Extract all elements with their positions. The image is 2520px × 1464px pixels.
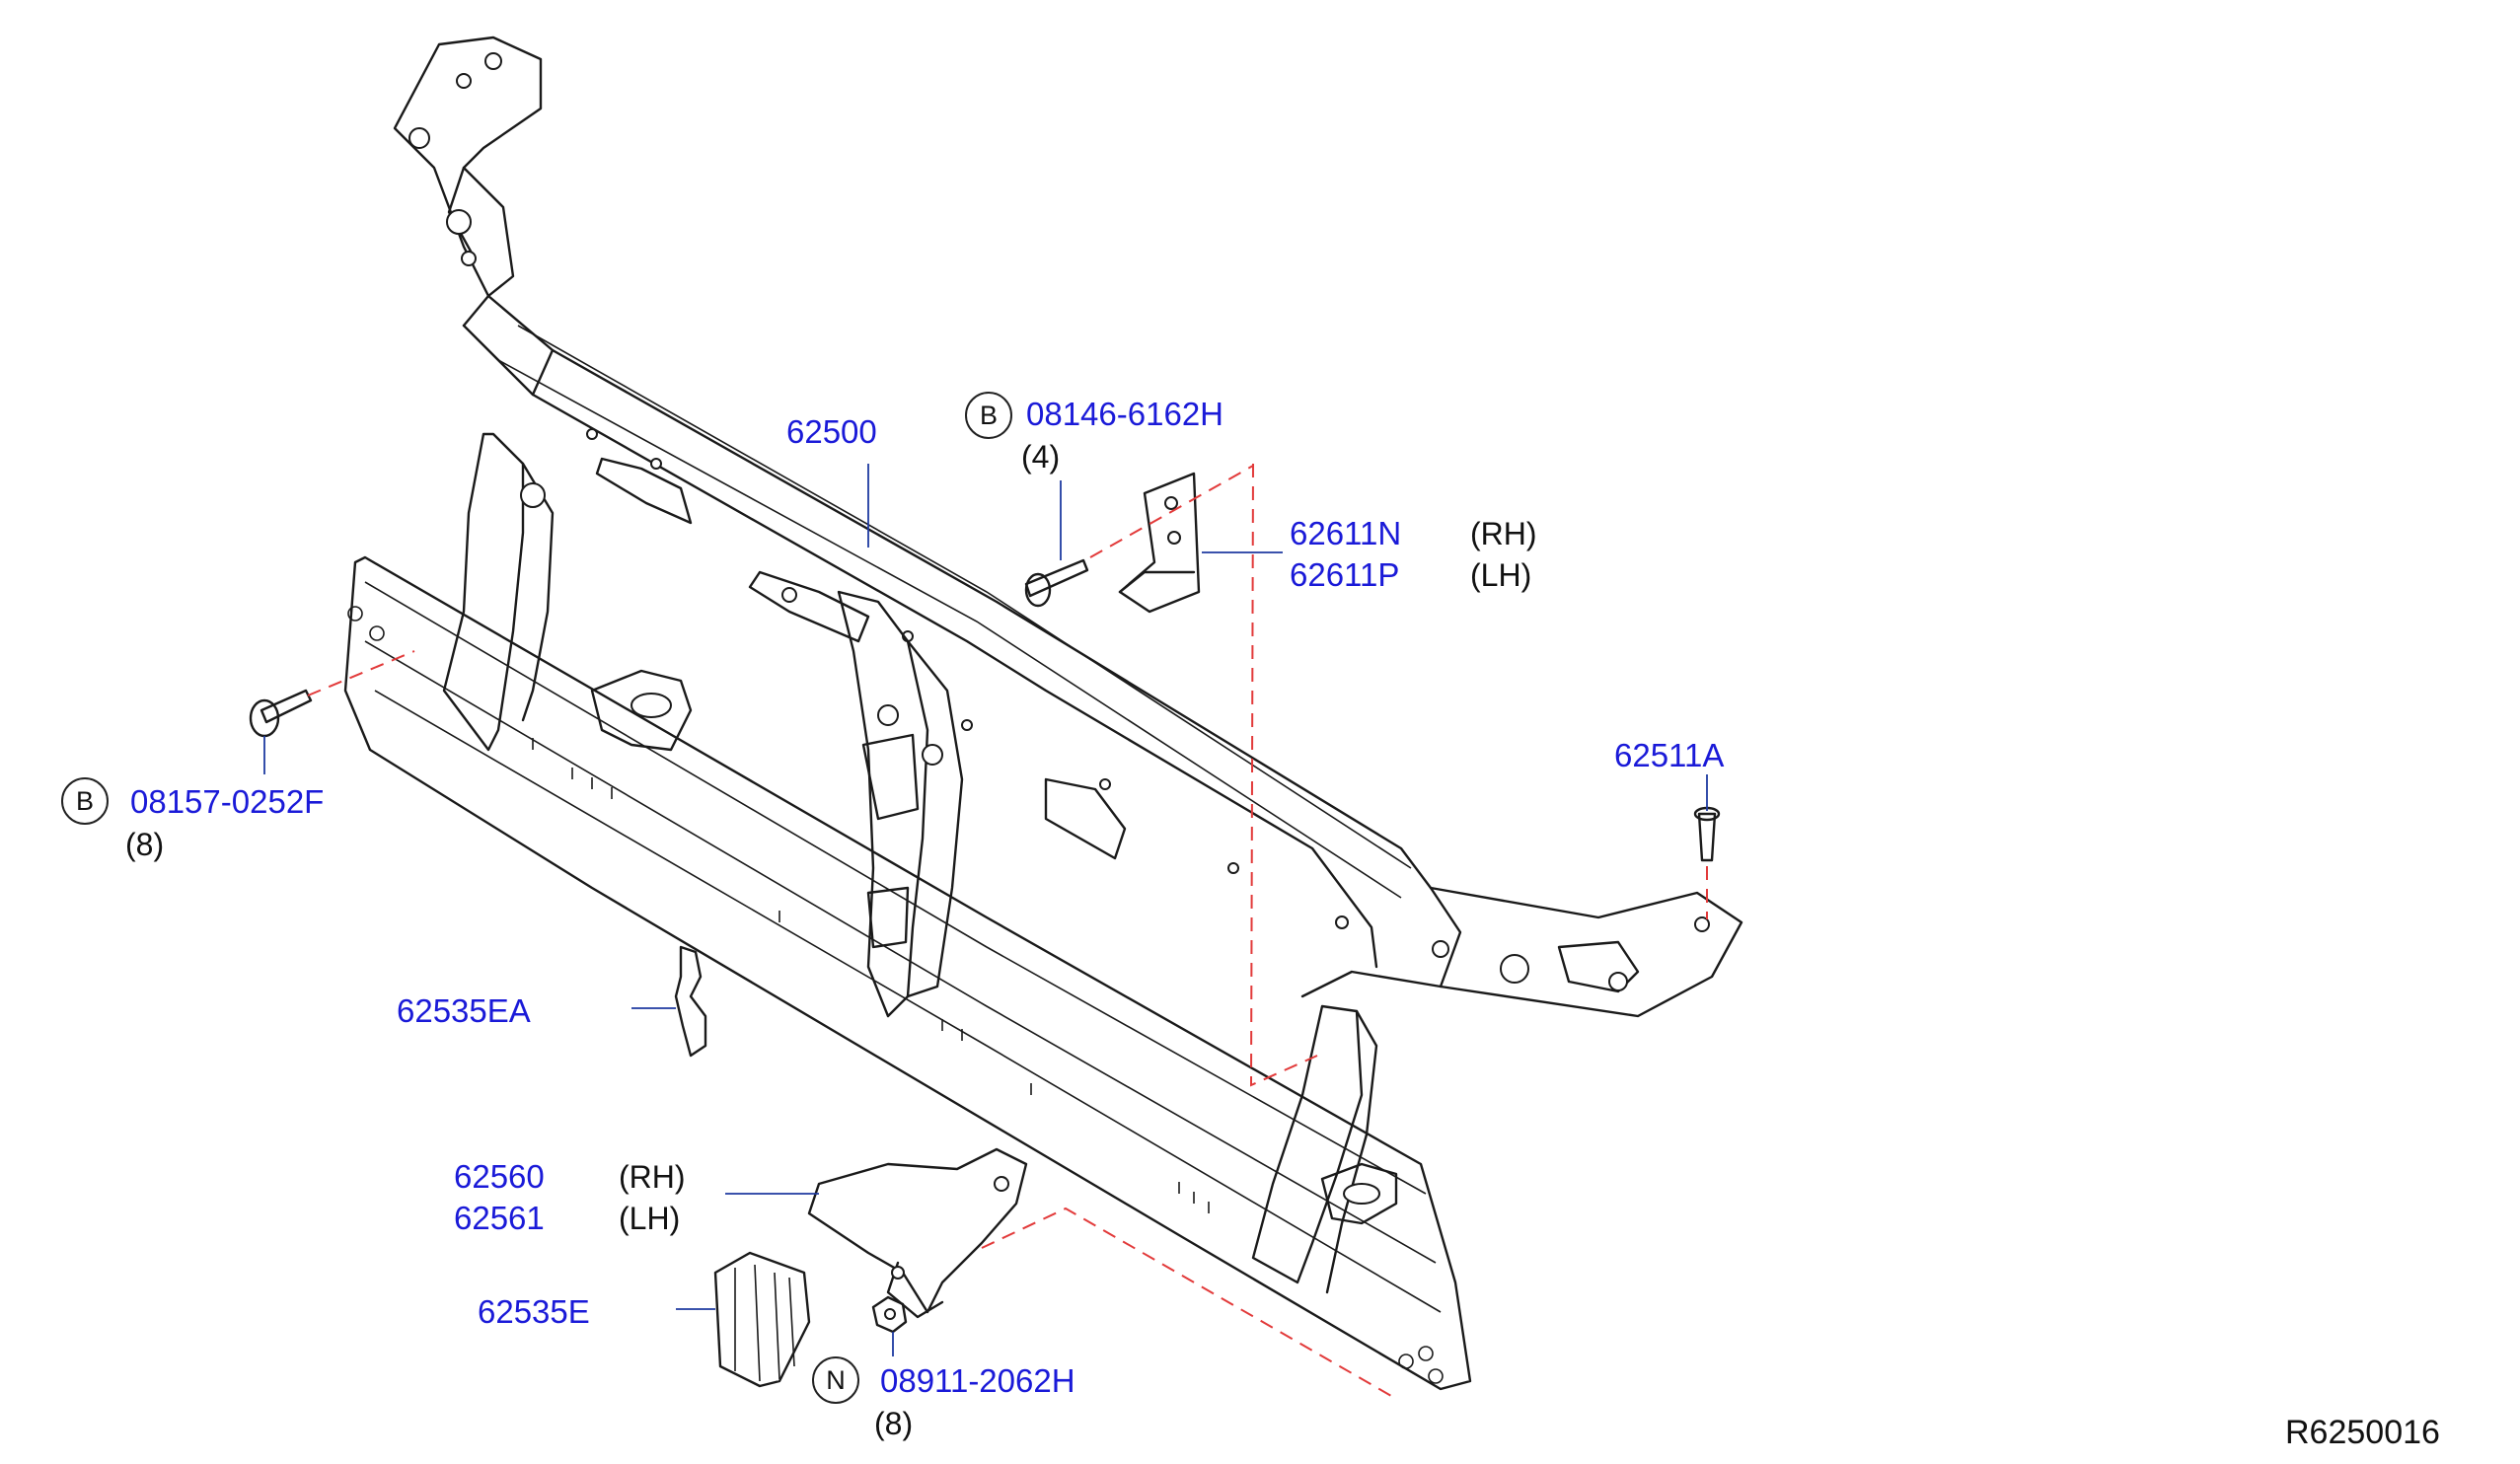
- clip-62535EA-icon: [674, 945, 707, 1058]
- hood-lock-bracket-icon: [807, 1147, 1028, 1319]
- bracket-62611-icon: [1118, 472, 1201, 614]
- callout-08911-2062H[interactable]: 08911-2062H: [880, 1362, 1075, 1399]
- dashed-guides: [307, 463, 1708, 1397]
- side-note-lh: (LH): [1470, 557, 1532, 593]
- callout-08146-6162H[interactable]: 08146-6162H: [1026, 396, 1223, 432]
- leader-lines: [263, 464, 1708, 1356]
- quantity-note: (4): [1021, 439, 1061, 475]
- side-note-rh: (RH): [1470, 516, 1537, 551]
- callout-62561[interactable]: 62561: [454, 1200, 545, 1236]
- pad-62535E-icon: [713, 1251, 811, 1388]
- side-note-lh: (LH): [619, 1201, 681, 1236]
- callout-62535E[interactable]: 62535E: [478, 1293, 590, 1330]
- callout-62511A[interactable]: 62511A: [1614, 737, 1725, 773]
- bolt-08146-icon: [1024, 558, 1089, 608]
- symbol-n-circle: N: [812, 1356, 859, 1404]
- callout-08157-0252F[interactable]: 08157-0252F: [130, 783, 325, 820]
- symbol-b-circle: B: [965, 392, 1012, 439]
- diagram-reference-code: R6250016: [2285, 1414, 2440, 1451]
- callout-62500[interactable]: 62500: [786, 413, 877, 450]
- callout-62611N[interactable]: 62611N: [1290, 515, 1402, 551]
- nut-08911-icon: [871, 1295, 908, 1334]
- quantity-note: (8): [874, 1406, 914, 1441]
- callout-62611P[interactable]: 62611P: [1290, 556, 1400, 593]
- radiator-core-support-upper: [393, 36, 1743, 1294]
- symbol-b-circle: B: [61, 777, 109, 825]
- side-note-rh: (RH): [619, 1159, 686, 1195]
- radiator-core-support-lower: [343, 555, 1472, 1391]
- callout-62560[interactable]: 62560: [454, 1158, 545, 1195]
- screw-62511A-icon: [1693, 806, 1721, 862]
- quantity-note: (8): [125, 827, 165, 862]
- callout-62535EA[interactable]: 62535EA: [397, 992, 531, 1029]
- bolt-08157-icon: [249, 689, 313, 738]
